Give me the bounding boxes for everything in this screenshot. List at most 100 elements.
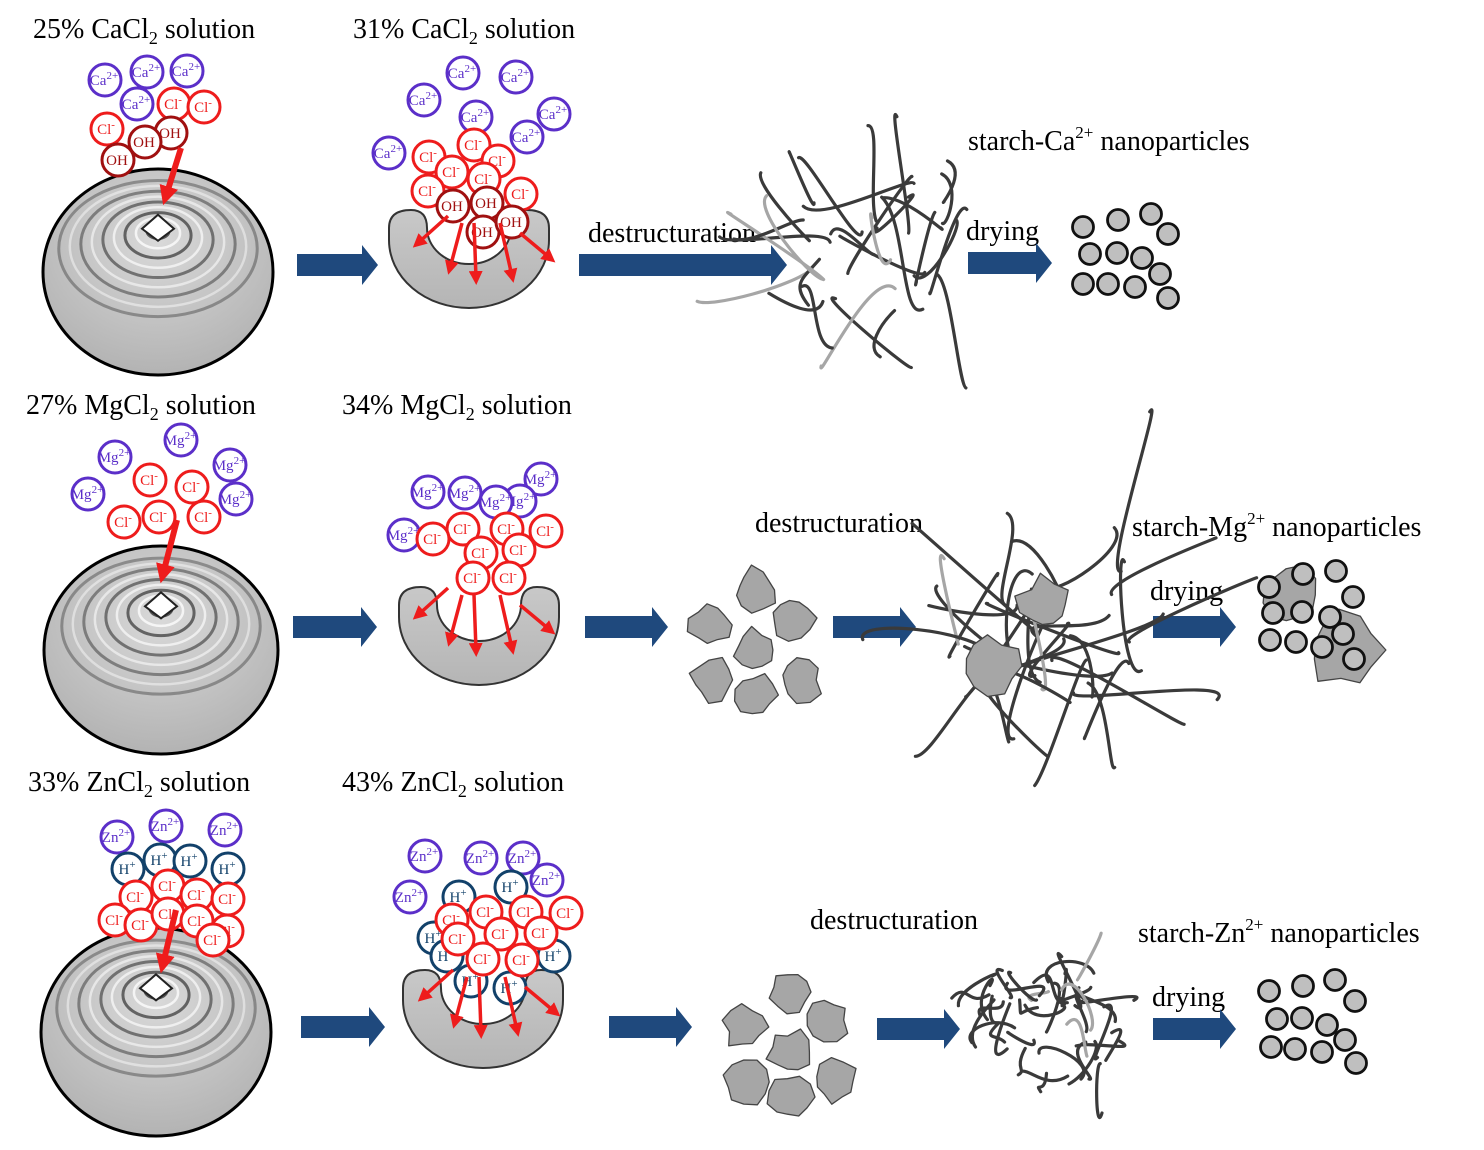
starch-chain-light <box>819 284 897 370</box>
ion-circle <box>410 474 446 510</box>
row-ca-drying-label: drying <box>966 216 1040 247</box>
starch-chain <box>830 296 913 370</box>
row-zn-swelling-arrow <box>523 985 561 1017</box>
calcium-ion: Ca2+ <box>371 135 407 171</box>
starch-chain <box>873 193 915 234</box>
row-zn-swelling-arrow <box>450 976 469 1029</box>
chloride-ion: Cl- <box>123 907 159 943</box>
nanoparticle <box>1343 989 1367 1013</box>
ion-label: Cl- <box>126 887 144 906</box>
row-zn-starch-fragments <box>721 973 857 1117</box>
starch-chain <box>989 1022 1007 1044</box>
row-mg-label-concentrated-solution: 34% MgCl2 solution <box>342 390 572 424</box>
nanoparticle <box>1123 275 1147 299</box>
ion-label: Cl- <box>473 949 491 968</box>
starch-fragment <box>721 1003 770 1047</box>
chloride-ion: Cl- <box>548 895 584 931</box>
ion-circle <box>174 469 210 505</box>
calcium-ion: Ca2+ <box>536 96 572 132</box>
ion-circle <box>106 504 142 540</box>
hydroxide-ion: OH <box>494 204 530 240</box>
ion-circle <box>186 499 222 535</box>
starch-chain <box>1095 1061 1104 1119</box>
starch-chain-light <box>869 212 893 266</box>
ion-circle <box>212 447 248 483</box>
swollen-granule-body <box>398 585 560 686</box>
starch-chain <box>1118 558 1143 673</box>
chloride-ion: Cl- <box>415 521 451 557</box>
nanoparticle <box>1156 286 1180 310</box>
starch-chain <box>1033 658 1088 788</box>
row-zn-swelling-arrow <box>417 968 455 1002</box>
growth-ring <box>101 200 215 280</box>
ion-circle <box>129 54 165 90</box>
chloride-ion: Cl- <box>455 560 491 596</box>
ion-label: Cl- <box>105 910 123 929</box>
row-mg-arrow-2 <box>585 607 668 647</box>
nanoparticle <box>1105 241 1129 265</box>
chloride-ion: Cl- <box>440 921 476 957</box>
ion-label: Cl- <box>448 929 466 948</box>
ion-circle <box>195 922 231 958</box>
row-zn-arrow-3 <box>877 1009 960 1049</box>
starch-chain <box>1020 1069 1070 1083</box>
ion-circle <box>89 111 125 147</box>
magnesium-ion: Mg2+ <box>218 481 254 517</box>
ion-label: Cl- <box>512 950 530 969</box>
ion-circle <box>483 916 519 952</box>
nanoparticle <box>1318 605 1342 629</box>
starch-chain <box>718 234 832 244</box>
row-ca-product-label: starch-Ca2+ nanoparticles <box>968 123 1250 157</box>
zinc-ion: Zn2+ <box>148 808 184 844</box>
row-ca-label-concentrated-solution: 31% CaCl2 solution <box>353 14 576 48</box>
starch-fragment <box>688 656 734 705</box>
starch-fragment <box>772 599 818 642</box>
proton: H+ <box>210 851 246 887</box>
starch-fragment <box>768 973 812 1015</box>
row-zn-arrow-1 <box>301 1007 385 1047</box>
ion-label: Cl- <box>158 876 176 895</box>
ion-label: OH <box>475 196 497 212</box>
ion-circle <box>435 188 471 224</box>
starch-chain <box>1093 1003 1113 1061</box>
starch-chain <box>1044 981 1062 1034</box>
calcium-ion: Ca2+ <box>498 59 534 95</box>
chloride-ion: Cl- <box>410 173 446 209</box>
zinc-ion: Zn2+ <box>392 879 428 915</box>
ion-label: Cl- <box>418 181 436 200</box>
ion-circle <box>141 499 177 535</box>
starch-chain <box>1078 994 1139 1005</box>
row-mg-starch-fragments <box>686 564 822 715</box>
starch-chain <box>914 210 937 287</box>
ion-circle <box>207 812 243 848</box>
ion-label: Cl- <box>463 568 481 587</box>
chloride-ion: Cl- <box>434 154 470 190</box>
growth-ring <box>112 206 204 270</box>
chloride-ion: Cl- <box>210 881 246 917</box>
chloride-ion: Cl- <box>89 111 125 147</box>
magnesium-ion: Mg2+ <box>212 447 248 483</box>
nanoparticle <box>1148 262 1172 286</box>
nanoparticle <box>1071 215 1095 239</box>
growth-ring <box>68 184 248 309</box>
ion-circle <box>548 895 584 931</box>
starch-chain <box>1050 656 1186 726</box>
nanoparticle <box>1261 601 1285 625</box>
calcium-ion: Ca2+ <box>119 86 155 122</box>
ion-circle <box>491 560 527 596</box>
calcium-ion: Ca2+ <box>87 62 123 98</box>
row-mg-nanoparticles <box>1257 559 1387 684</box>
hydroxide-ion: OH <box>435 188 471 224</box>
granule-body <box>42 544 280 756</box>
row-ca-swelling-arrow <box>412 214 450 248</box>
row-ca-swelling-arrow <box>498 222 518 283</box>
row-zn-destructuration-label: destructuration <box>810 905 978 936</box>
chloride-ion: Cl- <box>528 513 564 549</box>
chloride-ion: Cl- <box>174 469 210 505</box>
starch-chain <box>1127 576 1259 644</box>
zinc-ion: Zn2+ <box>407 838 443 874</box>
row-zn-starch-granule <box>39 926 273 1138</box>
ion-circle <box>523 461 559 497</box>
zinc-ion: Zn2+ <box>99 819 135 855</box>
ion-label: Cl- <box>187 885 205 904</box>
